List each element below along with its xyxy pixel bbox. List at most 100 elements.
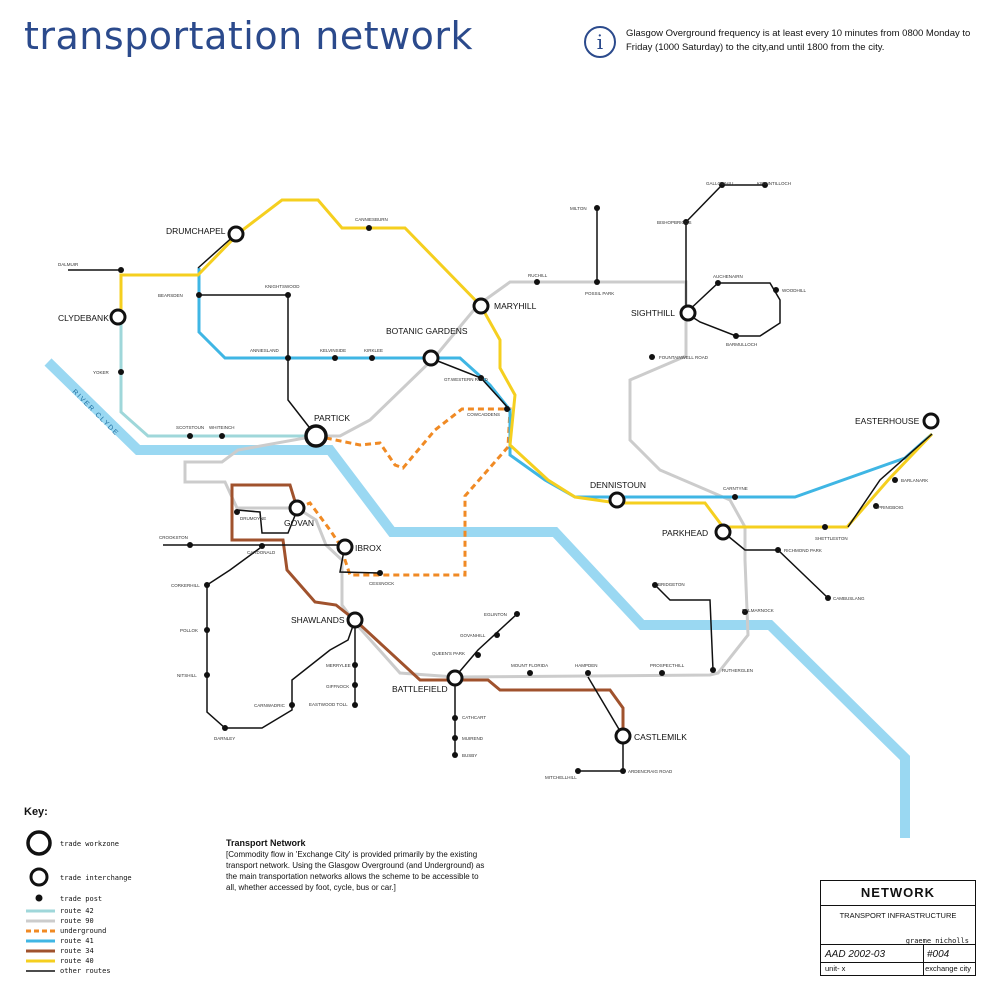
label-ardencraig-road: ARDENCRAIG ROAD (628, 769, 673, 774)
label-hampden: HAMPDEN (575, 663, 598, 668)
tb-number: #004 (927, 949, 950, 960)
label-scotstoun: SCOTSTOUN (176, 425, 204, 430)
tb-project: exchange city (925, 964, 971, 973)
label-dalmarnock: DALMARNOCK (742, 608, 774, 613)
key-post: trade post (60, 895, 103, 903)
river-clyde (44, 358, 910, 838)
label-cessnock: CESSNOCK (369, 581, 394, 586)
label-barlanark: BARLANARK (901, 478, 928, 483)
label-bridgeton: BRIDGETON (658, 582, 685, 587)
label-possil-park: POSSIL PARK (585, 291, 614, 296)
label-carnwadric: CARNWADRIC (254, 703, 286, 708)
tb-subtitle: TRANSPORT INFRASTRUCTURE (839, 911, 957, 920)
route-40-line (119, 198, 934, 529)
key-route40: route 40 (60, 957, 94, 965)
label-kirkintilloch: KIRKINTILLOCH (757, 181, 791, 186)
label-shettleston: SHETTLESTON (815, 536, 848, 541)
label-busby: BUSBY (462, 753, 477, 758)
label-anniesland: ANNIESLAND (250, 348, 280, 353)
label-woodhill: WOODHILL (782, 288, 807, 293)
label-cathcart: CATHCART (462, 715, 486, 720)
label-eglinton: EGLINTON (484, 612, 507, 617)
note: Transport Network [Commodity flow in 'Ex… (226, 838, 491, 893)
label-clydebank: CLYDEBANK (58, 313, 109, 323)
trade-posts (118, 182, 898, 774)
label-parkhead: PARKHEAD (662, 528, 708, 538)
label-shawlands: SHAWLANDS (291, 615, 345, 625)
label-sighthill: SIGHTHILL (631, 308, 675, 318)
label-corkerhill: CORKERHILL (171, 583, 200, 588)
label-canniesburn: CANNIESBURN (355, 217, 388, 222)
label-eastwood-toll: EASTWOOD TOLL (309, 702, 348, 707)
label-govanhill: GOVANHILL (460, 633, 486, 638)
label-kirklee: KIRKLEE (364, 348, 383, 353)
label-botanic-gardens: BOTANIC GARDENS (386, 326, 468, 336)
note-body: [Commodity flow in 'Exchange City' is pr… (226, 850, 485, 892)
label-maryhill: MARYHILL (494, 301, 537, 311)
key-route90: route 90 (60, 917, 94, 925)
label-pollok: POLLOK (180, 628, 198, 633)
label-fountainwell-road: FOUNTAINWELL ROAD (659, 355, 709, 360)
label-ruchill: RUCHILL (528, 273, 548, 278)
label-barmulloch: BARMULLOCH (726, 342, 757, 347)
label-queens-park: QUEEN'S PARK (432, 651, 465, 656)
label-mount-florida: MOUNT FLORIDA (511, 663, 548, 668)
label-rutherglen: RUTHERGLEN (722, 668, 753, 673)
label-muirend: MUIREND (462, 736, 484, 741)
label-kelvinside: KELVINSIDE (320, 348, 346, 353)
page-title: transportation network (24, 14, 474, 58)
route-41-line (197, 268, 933, 499)
key-interchange: trade interchange (60, 874, 132, 882)
label-richmond-park: RICHMOND PARK (784, 548, 822, 553)
tb-unit: unit- x (825, 964, 846, 973)
info-icon: i (584, 26, 616, 58)
label-milton: MILTON (570, 206, 587, 211)
label-gallowhill: GALLOWHILL (706, 181, 735, 186)
key-route41: route 41 (60, 937, 94, 945)
label-auchenairn: AUCHENAIRN (713, 274, 743, 279)
label-battlefield: BATTLEFIELD (392, 684, 448, 694)
label-whiteinch: WHITEINCH (209, 425, 235, 430)
info-text: Glasgow Overground frequency is at least… (626, 28, 971, 53)
tb-heading: NETWORK (860, 885, 936, 900)
tb-course: AAD 2002-03 (825, 949, 886, 960)
river-label: RIVER CLYDE (71, 388, 120, 437)
label-crookston: CROOKSTON (159, 535, 188, 540)
label-giffnock: GIFFNOCK (326, 684, 349, 689)
key-workzone: trade workzone (60, 840, 120, 848)
label-drumchapel: DRUMCHAPEL (166, 226, 226, 236)
workzones (109, 225, 940, 745)
label-govan: GOVAN (284, 518, 314, 528)
label-cambuslang: CAMBUSLANG (833, 596, 865, 601)
label-ibrox: IBROX (355, 543, 382, 553)
label-cardonald: CARDONALD (247, 550, 276, 555)
label-darnley: DARNLEY (214, 736, 235, 741)
key-underground: underground (60, 927, 107, 935)
label-cowcaddens: COWCADDENS (467, 412, 500, 417)
underground-line (297, 407, 512, 577)
label-merrylee: MERRYLEE (326, 663, 351, 668)
label-drumoyne: DRUMOYNE (240, 516, 266, 521)
label-partick: PARTICK (314, 413, 350, 423)
label-bishopbriggs: BISHOPBRIGGS (657, 220, 692, 225)
label-dennistoun: DENNISTOUN (590, 480, 646, 490)
label-prospecthill: PROSPECTHILL (650, 663, 685, 668)
tb-author: graeme nicholls (905, 937, 969, 945)
label-knightswood: KNIGHTSWOOD (265, 284, 300, 289)
key-route34: route 34 (60, 947, 94, 955)
label-dalmuir: DALMUIR (58, 262, 79, 267)
label-mitchellhill: MITCHELLHILL (545, 775, 577, 780)
label-easterhouse: EASTERHOUSE (855, 416, 920, 426)
key-other: other routes (60, 967, 111, 975)
note-title: Transport Network (226, 838, 306, 848)
label-gt-western-road: GT.WESTERN ROAD (444, 377, 489, 382)
route-90-line (183, 280, 750, 679)
label-bearsden: BEARSDEN (158, 293, 183, 298)
key-route42: route 42 (60, 907, 94, 915)
key-symbols (26, 830, 55, 972)
key-title: Key: (24, 806, 48, 818)
label-yoker: YOKER (93, 370, 110, 375)
label-castlemilk: CASTLEMILK (634, 732, 687, 742)
route-34-line (230, 483, 625, 736)
